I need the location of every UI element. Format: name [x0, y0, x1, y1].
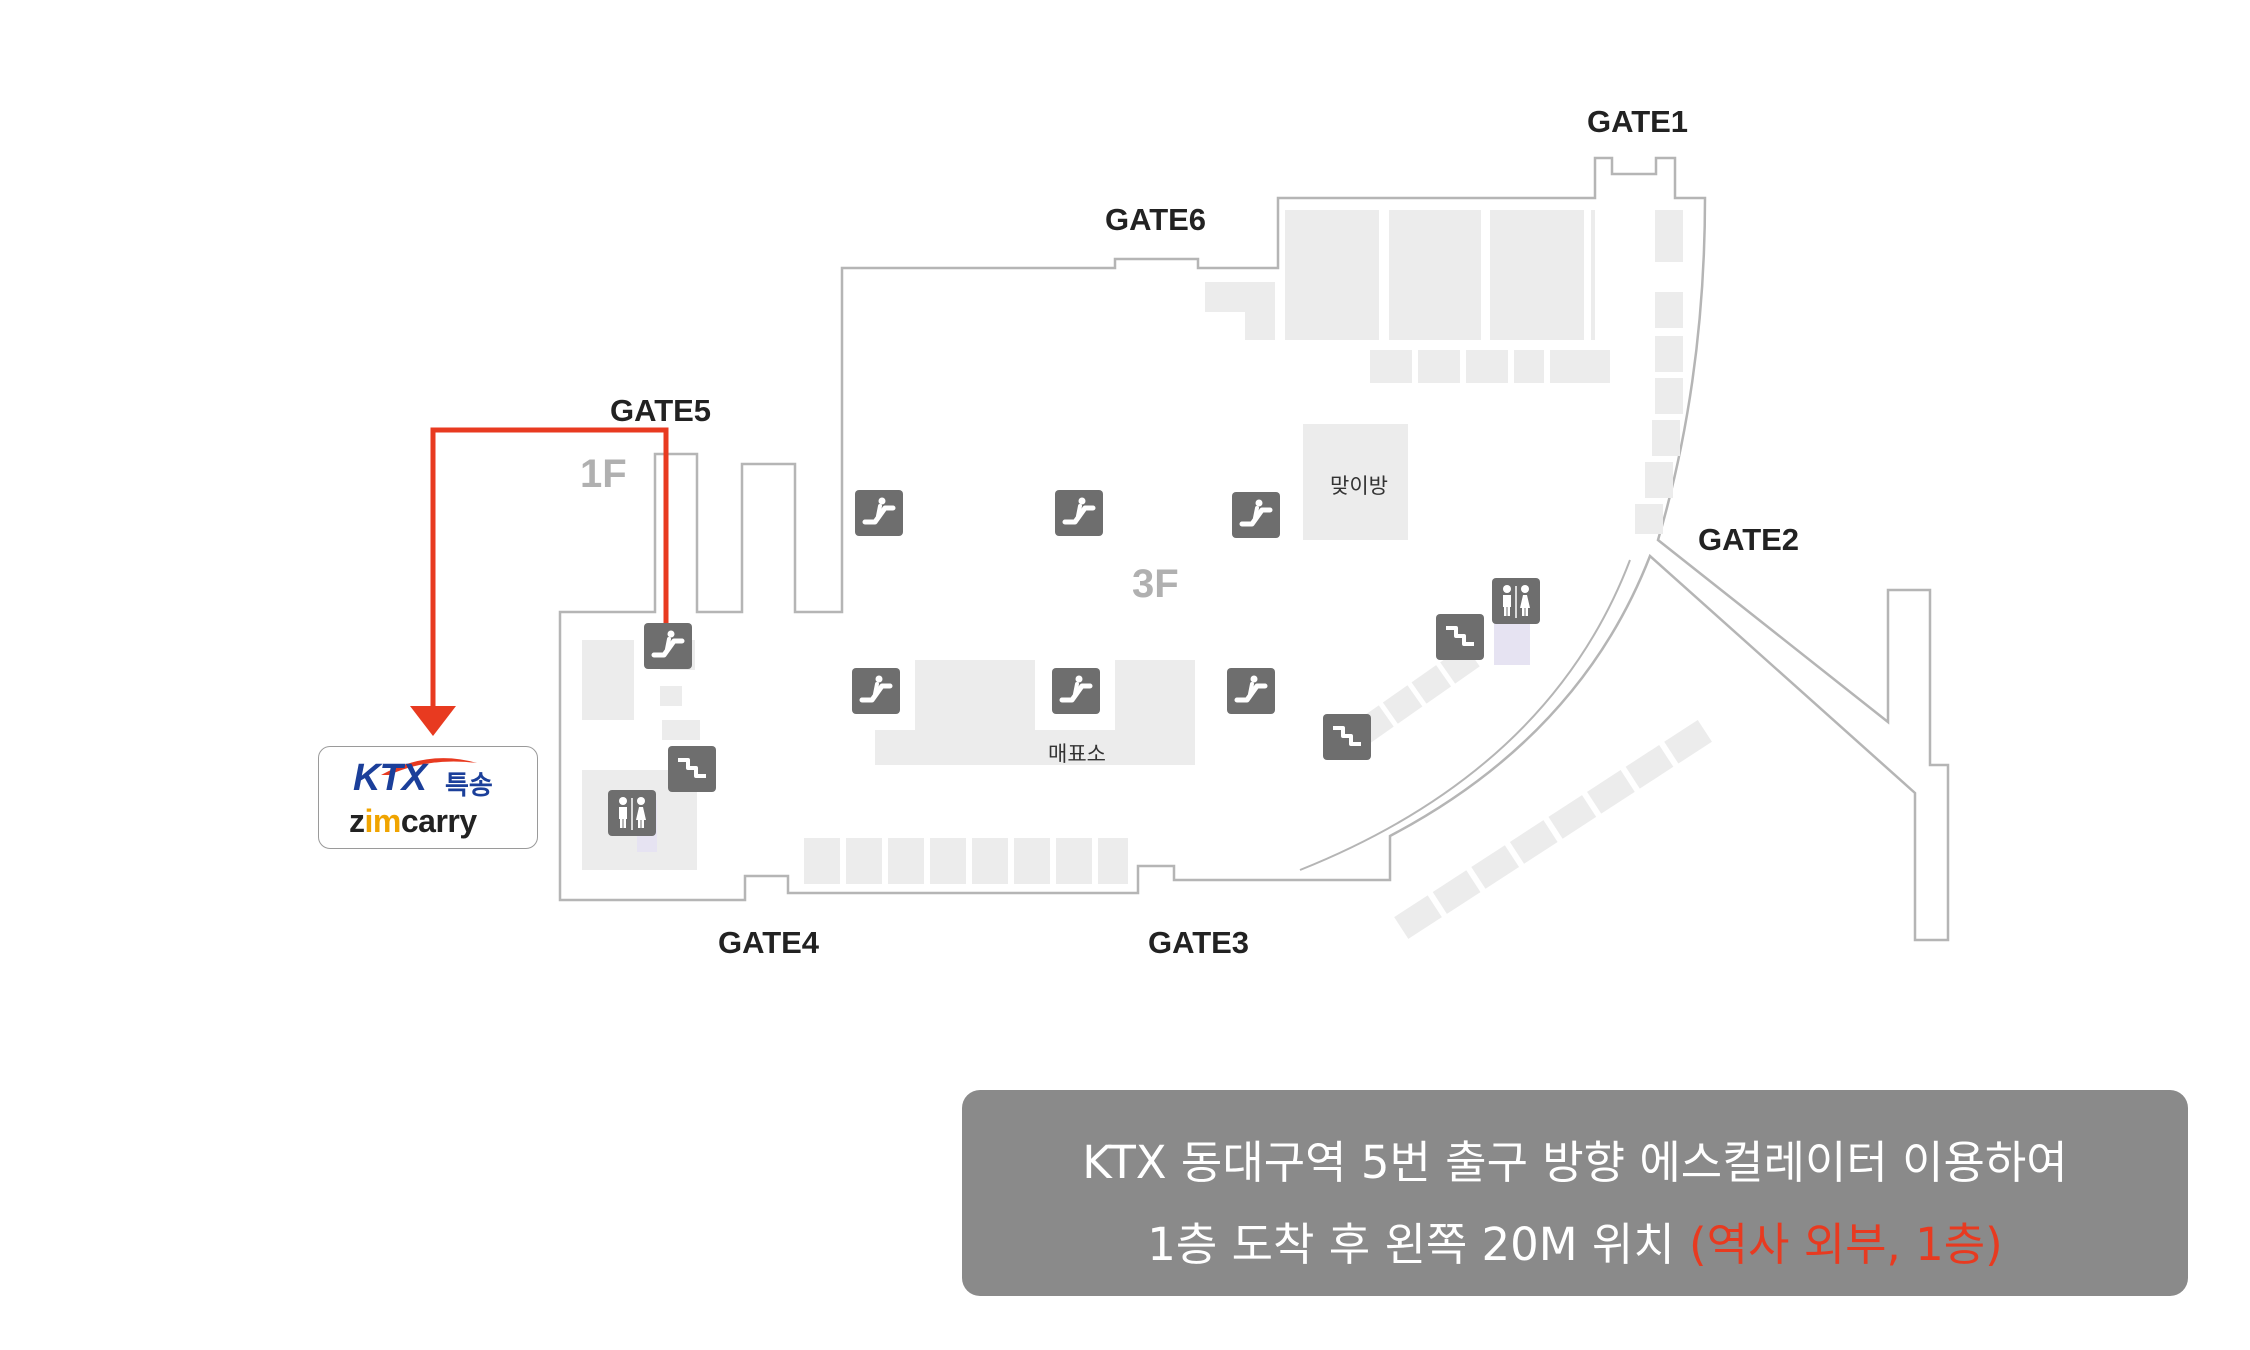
gate6-label: GATE6 — [1105, 202, 1207, 237]
floor-3f-label: 3F — [1132, 562, 1179, 606]
gate4-label: GATE4 — [718, 925, 820, 960]
escalator-icon — [1055, 490, 1103, 536]
route-arrow — [410, 706, 456, 736]
restroom-icon — [608, 790, 656, 836]
directions-line-1: KTX 동대구역 5번 출구 방향 에스컬레이터 이용하여 — [1082, 1136, 2068, 1189]
gate1-label: GATE1 — [1587, 104, 1689, 139]
ticket-office-label: 매표소 — [1048, 742, 1106, 766]
escalator-icon — [855, 490, 903, 536]
inner-curve — [1299, 559, 1631, 871]
escalator-icon — [1052, 668, 1100, 714]
directions-line-2: 1층 도착 후 왼쪽 20M 위치 (역사 외부, 1층) — [962, 1208, 2188, 1273]
stairs-icon — [668, 746, 716, 792]
logo-zim-suffix: carry — [400, 803, 477, 839]
directions-line-2-highlight: (역사 외부, 1층) — [1689, 1218, 2003, 1271]
gate3-label: GATE3 — [1148, 925, 1250, 960]
waiting-room-label: 맞이방 — [1330, 474, 1388, 498]
logo-zimcarry-text: zimcarry — [349, 803, 477, 840]
floor-1f-label: 1F — [580, 452, 627, 496]
gate2-label: GATE2 — [1698, 522, 1800, 557]
logo-zim-prefix: z — [349, 803, 365, 839]
ktx-swoosh-icon — [381, 758, 477, 775]
logo-ktx-text: KTX — [353, 757, 427, 799]
restroom-icon — [1492, 578, 1540, 624]
escalator-icon — [852, 668, 900, 714]
ktx-zimcarry-location-marker: KTX 특송 zimcarry — [318, 746, 538, 849]
escalator-icon — [1232, 492, 1280, 538]
stairs-icon — [1436, 614, 1484, 660]
gate5-label: GATE5 — [610, 393, 712, 428]
logo-zim-accent: im — [364, 803, 402, 839]
directions-line-2-main: 1층 도착 후 왼쪽 20M 위치 — [1147, 1218, 1690, 1271]
route-line — [430, 427, 669, 710]
stairs-icon — [1323, 714, 1371, 760]
room-blocks — [582, 210, 1712, 939]
logo-ktx-korean: 특송 — [445, 771, 493, 801]
directions-info-box: KTX 동대구역 5번 출구 방향 에스컬레이터 이용하여 1층 도착 후 왼쪽… — [962, 1090, 2188, 1296]
escalator-icon — [1227, 668, 1275, 714]
escalator-icon — [644, 623, 692, 669]
